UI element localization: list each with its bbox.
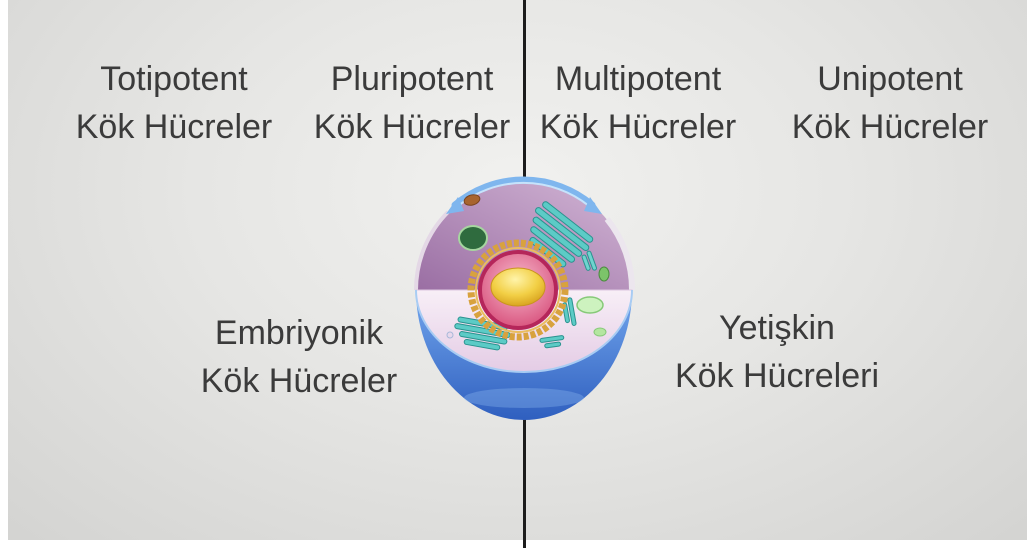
label-adult-subtitle: Kök Hücreleri <box>647 352 907 400</box>
label-unipotent-subtitle: Kök Hücreler <box>760 103 1020 151</box>
vesicle <box>447 332 453 338</box>
label-adult: Yetişkin Kök Hücreleri <box>647 304 907 400</box>
label-pluripotent-subtitle: Kök Hücreler <box>282 103 542 151</box>
label-embryonic-subtitle: Kök Hücreler <box>169 357 429 405</box>
label-pluripotent: Pluripotent Kök Hücreler <box>282 55 542 151</box>
label-multipotent-title: Multipotent <box>508 55 768 103</box>
label-embryonic-title: Embriyonik <box>169 309 429 357</box>
label-unipotent-title: Unipotent <box>760 55 1020 103</box>
label-multipotent: Multipotent Kök Hücreler <box>508 55 768 151</box>
membrane-highlight <box>464 388 584 408</box>
label-multipotent-subtitle: Kök Hücreler <box>508 103 768 151</box>
chloroplast-small <box>599 267 609 281</box>
label-embryonic: Embriyonik Kök Hücreler <box>169 309 429 405</box>
label-pluripotent-title: Pluripotent <box>282 55 542 103</box>
nucleolus <box>491 268 545 306</box>
lysosome <box>577 297 603 313</box>
label-totipotent-title: Totipotent <box>44 55 304 103</box>
vacuole <box>459 226 487 250</box>
animal-cell-icon <box>412 170 636 426</box>
peroxisome <box>594 328 606 336</box>
label-adult-title: Yetişkin <box>647 304 907 352</box>
label-totipotent: Totipotent Kök Hücreler <box>44 55 304 151</box>
label-unipotent: Unipotent Kök Hücreler <box>760 55 1020 151</box>
label-totipotent-subtitle: Kök Hücreler <box>44 103 304 151</box>
